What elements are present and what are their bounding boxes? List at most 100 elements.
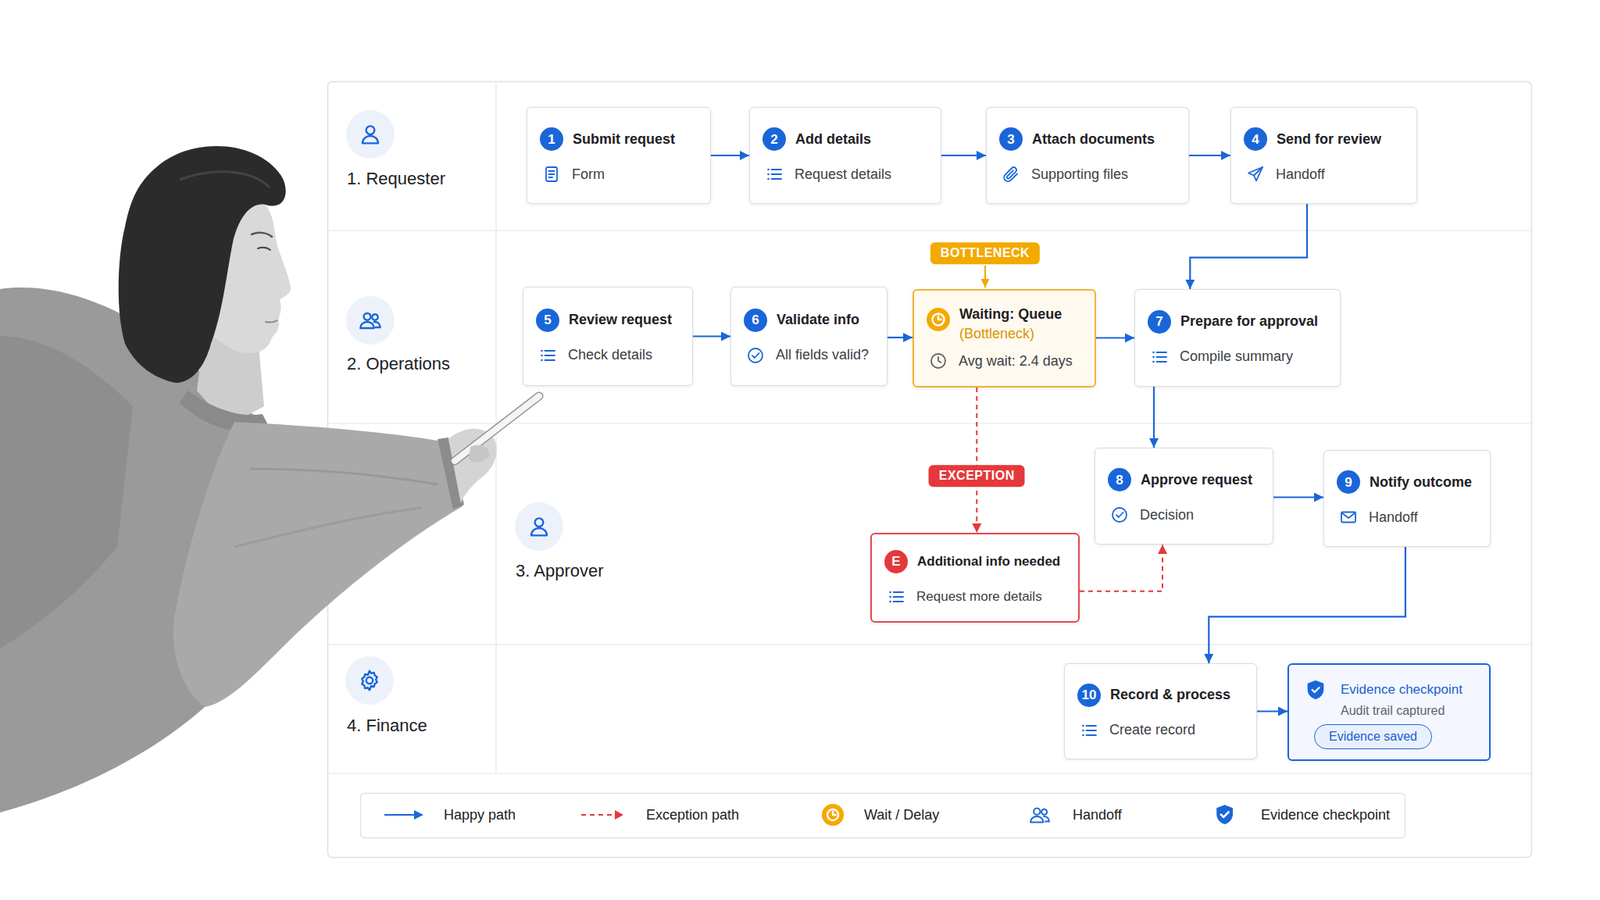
people-icon — [357, 307, 383, 333]
mail-icon — [1339, 507, 1358, 527]
box-header: Waiting: Queue(Bottleneck) — [926, 306, 1079, 343]
step-title: Add details — [795, 131, 872, 148]
process-box: 4Send for reviewHandoff — [1230, 107, 1418, 204]
flow-arrow — [1257, 710, 1288, 712]
box-header: 8Approve request — [1107, 467, 1258, 492]
flow-arrow — [1273, 496, 1324, 498]
lane-icon — [514, 502, 564, 551]
list-icon — [1079, 721, 1099, 740]
step-number: 2 — [762, 127, 786, 151]
box-detail: Request more details — [884, 587, 1063, 607]
swimlane: 1. Requester1Submit requestForm2Add deta… — [327, 81, 1532, 231]
step-number: 5 — [535, 308, 560, 333]
step-number: 4 — [1243, 127, 1268, 151]
evidence-title: Evidence checkpoint — [1340, 682, 1463, 698]
box-detail: Handoff — [1336, 507, 1475, 527]
panel-frame — [328, 82, 1533, 858]
box-detail: Supporting files — [999, 164, 1173, 184]
step-number: E — [884, 550, 908, 574]
evidence-badge: Evidence saved — [1314, 724, 1433, 750]
process-box: 7Prepare for approvalCompile summary — [1134, 289, 1341, 387]
step-title: Submit request — [572, 131, 675, 148]
box-detail: Check details — [535, 346, 677, 365]
box-header: EAdditional info needed — [884, 550, 1063, 574]
legend-label: Wait / Delay — [864, 807, 940, 824]
process-box: 5Review requestCheck details — [522, 286, 693, 386]
flow-arrow — [1189, 203, 1308, 290]
step-number: 6 — [743, 308, 768, 333]
lane-label: 1. Requester — [346, 169, 446, 189]
legend-exception-sample — [581, 810, 624, 820]
callout-tag: BOTTLENECK — [930, 242, 1040, 265]
doc-icon — [542, 164, 561, 184]
flow-arrow — [692, 335, 731, 337]
lane-icon — [345, 656, 394, 705]
legend-label: Evidence checkpoint — [1260, 807, 1390, 824]
evidence-detail: Audit trail captured — [1340, 703, 1474, 718]
flow-arrow — [1208, 546, 1406, 664]
process-box: 8Approve requestDecision — [1094, 447, 1274, 545]
step-detail: Decision — [1139, 507, 1194, 524]
step-detail: Request more details — [916, 589, 1043, 605]
process-box: 2 Add detailsRequest details — [749, 107, 942, 204]
process-box: 9 Notify outcomeHandoff — [1323, 450, 1491, 547]
wait-box: Waiting: Queue(Bottleneck) Avg wait: 2.4 … — [912, 289, 1097, 388]
flow-arrow — [887, 336, 913, 339]
exception-arrow — [1079, 544, 1163, 592]
step-detail: Create record — [1109, 721, 1196, 739]
box-detail: Avg wait: 2.4 days — [926, 351, 1079, 371]
step-number: 9 — [1336, 470, 1361, 494]
step-detail: Handoff — [1368, 509, 1418, 526]
person-icon — [526, 514, 552, 540]
swimlane: 4. Finance 10Record & processCreate recor… — [327, 644, 1532, 774]
step-number: 10 — [1077, 683, 1101, 708]
step-detail: Supporting files — [1031, 166, 1129, 183]
box-detail: All fields valid? — [743, 346, 872, 365]
list-icon — [1150, 347, 1169, 367]
flow-arrow — [941, 154, 986, 157]
lane-separator — [327, 643, 1532, 645]
person-icon — [357, 121, 383, 147]
process-box: 3Attach documentsSupporting files — [985, 107, 1190, 204]
check-icon — [1110, 505, 1129, 525]
box-header: 5Review request — [535, 308, 677, 333]
box-header: 7Prepare for approval — [1147, 310, 1325, 334]
exception-box: EAdditional info neededRequest more deta… — [870, 532, 1080, 623]
gear-icon — [357, 667, 383, 693]
list-icon — [764, 164, 784, 184]
box-header: 2 Add details — [762, 127, 925, 151]
legend-evidence-sample — [1216, 804, 1233, 825]
edge-label: EXCEPTION — [928, 465, 1025, 488]
box-header: 9 Notify outcome — [1336, 470, 1475, 494]
step-number: 7 — [1147, 310, 1172, 334]
shield-icon — [1304, 678, 1327, 701]
step-detail: Check details — [567, 346, 653, 364]
bottleneck-pointer — [984, 265, 986, 288]
box-header: 3Attach documents — [999, 127, 1173, 151]
step-detail: Form — [571, 166, 605, 183]
step-title: Notify outcome — [1369, 474, 1472, 491]
box-detail: Compile summary — [1147, 347, 1325, 367]
step-title: Approve request — [1140, 471, 1253, 489]
box-header: 4Send for review — [1243, 127, 1401, 151]
lane-icon — [346, 296, 395, 345]
list-icon — [538, 346, 558, 365]
legend-label: Exception path — [646, 807, 740, 824]
lane-label: 4. Finance — [346, 716, 428, 736]
evidence-box: Evidence checkpointAudit trail capturedE… — [1287, 663, 1491, 761]
step-title: Validate info — [776, 311, 860, 329]
box-header: 10Record & process — [1077, 683, 1241, 708]
legend-happy-sample — [384, 810, 424, 820]
waitc-icon — [926, 307, 950, 332]
step-title: Attach documents — [1032, 131, 1155, 148]
step-title: Waiting: Queue — [959, 306, 1062, 323]
legend-label: Happy path — [443, 807, 516, 824]
flow-arrow — [1096, 336, 1135, 339]
legend-label: Handoff — [1072, 807, 1122, 824]
exception-arrow — [975, 387, 978, 533]
lane-label: 3. Approver — [515, 561, 604, 581]
box-detail: Request details — [762, 164, 925, 184]
lane-label: 2. Operations — [346, 354, 450, 374]
process-box: 6 Validate infoAll fields valid? — [730, 286, 888, 386]
